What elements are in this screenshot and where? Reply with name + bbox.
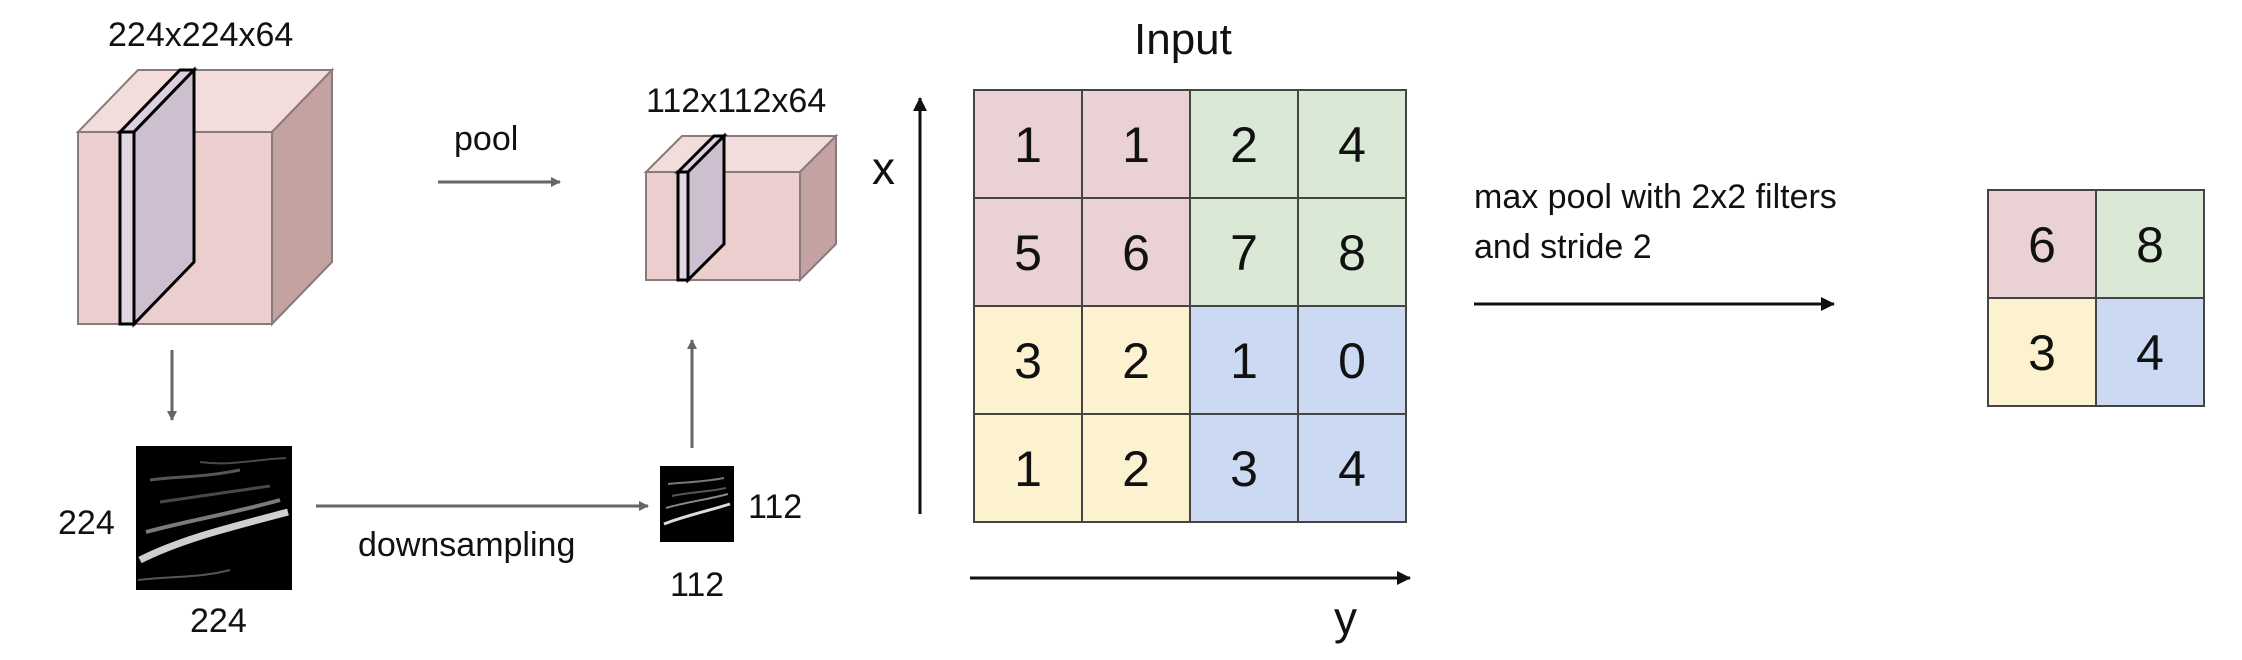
downsampling-label: downsampling xyxy=(358,526,575,564)
output-cell-1-1 xyxy=(2095,297,2205,407)
activation-image-large xyxy=(136,446,292,590)
input-value-1-1: 6 xyxy=(1122,225,1150,281)
input-cell-2-3 xyxy=(1297,305,1407,415)
input-value-0-3: 4 xyxy=(1338,117,1366,173)
input-value-0-2: 2 xyxy=(1230,117,1258,173)
input-value-0-1: 1 xyxy=(1122,117,1150,173)
left-panel: 224x224x64 pool 112x112x64 xyxy=(58,16,839,640)
cube-size-label: 224x224x64 xyxy=(108,16,293,54)
input-value-0-0: 1 xyxy=(1014,117,1042,173)
input-value-2-0: 3 xyxy=(1014,333,1042,389)
input-value-1-0: 5 xyxy=(1014,225,1042,281)
x-axis-label: x xyxy=(872,142,895,194)
input-value-3-1: 2 xyxy=(1122,441,1150,497)
output-value-0-1: 8 xyxy=(2136,217,2164,273)
input-value-3-0: 1 xyxy=(1014,441,1042,497)
input-cell-3-2 xyxy=(1189,413,1299,523)
operation-label-line1: max pool with 2x2 filters xyxy=(1474,178,1837,216)
input-cell-0-1 xyxy=(1081,89,1191,199)
small-image-width-label: 112 xyxy=(670,566,724,604)
output-value-1-1: 4 xyxy=(2136,325,2164,381)
right-panel: Input x y 1 1 2 4 5 6 7 8 3 2 1 0 1 2 3 4 max pool with… xyxy=(872,15,2205,644)
input-cell-3-0 xyxy=(973,413,1083,523)
input-cell-0-3 xyxy=(1297,89,1407,199)
input-value-3-3: 4 xyxy=(1338,441,1366,497)
output-grid: 6 8 3 4 xyxy=(1987,189,2205,407)
input-title: Input xyxy=(1134,15,1232,64)
input-cell-1-1 xyxy=(1081,197,1191,307)
input-value-1-3: 8 xyxy=(1338,225,1366,281)
input-value-2-1: 2 xyxy=(1122,333,1150,389)
output-value-1-0: 3 xyxy=(2028,325,2056,381)
input-value-3-2: 3 xyxy=(1230,441,1258,497)
small-image-height-label: 112 xyxy=(748,488,802,526)
small-cube-size-label: 112x112x64 xyxy=(646,82,826,120)
input-value-2-2: 1 xyxy=(1230,333,1258,389)
input-value-1-2: 7 xyxy=(1230,225,1258,281)
output-value-0-0: 6 xyxy=(2028,217,2056,273)
activation-image-small xyxy=(660,466,734,542)
large-volume-cube xyxy=(75,66,335,328)
input-cell-2-1 xyxy=(1081,305,1191,415)
operation-label-line2: and stride 2 xyxy=(1474,228,1652,266)
image-height-label: 224 xyxy=(58,504,115,542)
input-grid: 1 1 2 4 5 6 7 8 3 2 1 0 1 2 3 4 xyxy=(973,89,1407,523)
small-volume-cube xyxy=(643,132,839,284)
input-cell-3-3 xyxy=(1297,413,1407,523)
input-cell-1-0 xyxy=(973,197,1083,307)
pool-label: pool xyxy=(454,120,518,158)
input-value-2-3: 0 xyxy=(1338,333,1366,389)
input-cell-1-3 xyxy=(1297,197,1407,307)
input-cell-0-2 xyxy=(1189,89,1299,199)
input-cell-2-0 xyxy=(973,305,1083,415)
y-axis-label: y xyxy=(1334,592,1357,644)
image-width-label: 224 xyxy=(190,602,247,640)
